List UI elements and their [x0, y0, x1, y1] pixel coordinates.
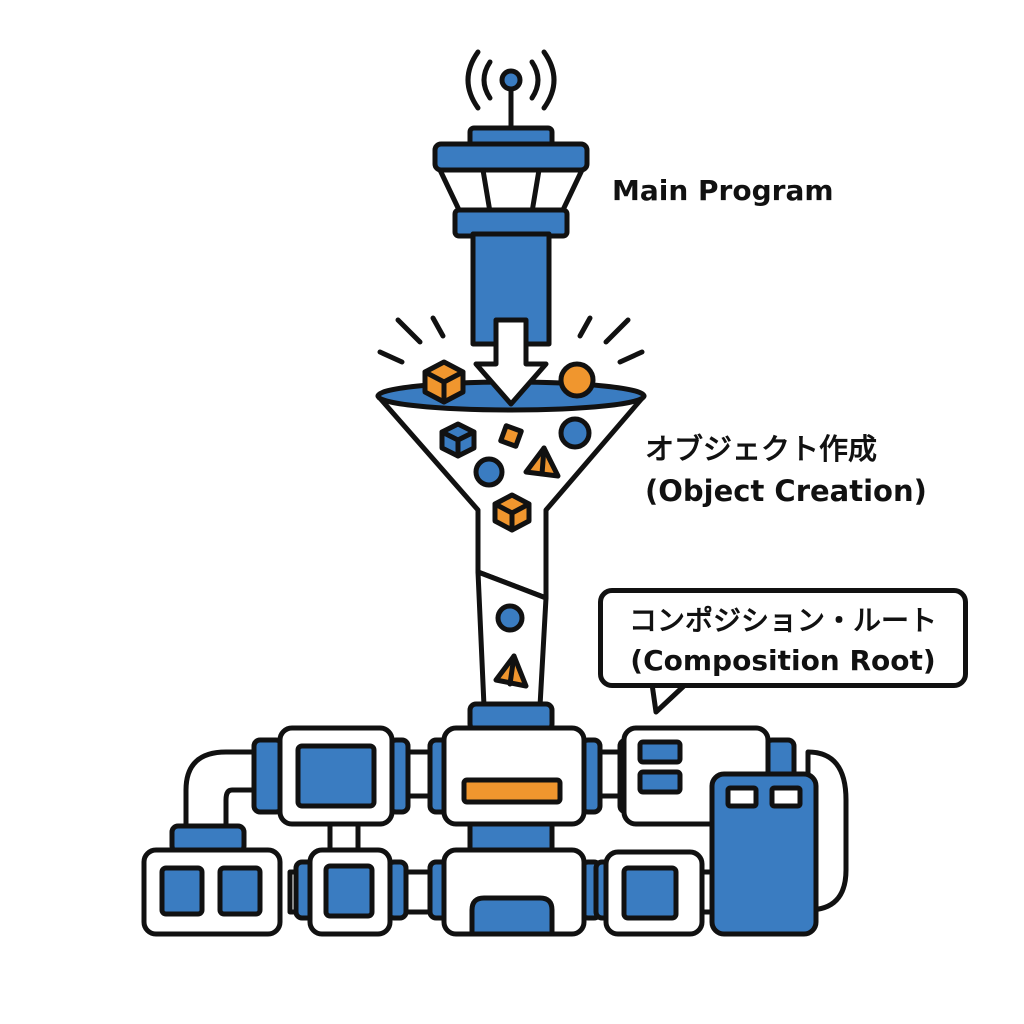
cube-icon: [498, 423, 524, 449]
composition-root-bubble: コンポジション・ルート (Composition Root): [598, 588, 968, 688]
composition-root-jp: コンポジション・ルート: [628, 604, 937, 637]
object-creation-en: (Object Creation): [645, 474, 927, 508]
machine-module-icon: [441, 847, 587, 937]
sphere-icon: [473, 456, 505, 488]
machine-module-icon: [603, 849, 705, 937]
machine-module-icon: [307, 847, 393, 937]
pyramid-icon: [523, 445, 561, 479]
control-tower-icon: [432, 125, 590, 347]
machine-module-icon: [277, 725, 395, 827]
antenna-signal-icon: [465, 49, 557, 131]
down-arrow-icon: [473, 317, 549, 407]
machine-module-icon: [441, 725, 587, 827]
cube-icon: [439, 421, 477, 459]
speech-bubble-tail: [649, 681, 689, 715]
cube-icon: [422, 359, 466, 405]
burst-lines: [377, 315, 645, 365]
machine-module-icon: [141, 847, 283, 937]
pyramid-icon: [493, 653, 529, 689]
cube-icon: [492, 492, 532, 533]
sphere-icon: [558, 416, 592, 450]
object-creation-label: オブジェクト作成 (Object Creation): [645, 428, 927, 512]
sphere-icon: [558, 361, 596, 399]
object-creation-jp: オブジェクト作成: [645, 432, 878, 466]
machine-module-icon: [709, 771, 819, 937]
main-program-label: Main Program: [612, 174, 834, 207]
sphere-icon: [495, 603, 525, 633]
composition-root-en: (Composition Root): [630, 644, 936, 677]
composition-root-label: コンポジション・ルート (Composition Root): [603, 601, 963, 681]
